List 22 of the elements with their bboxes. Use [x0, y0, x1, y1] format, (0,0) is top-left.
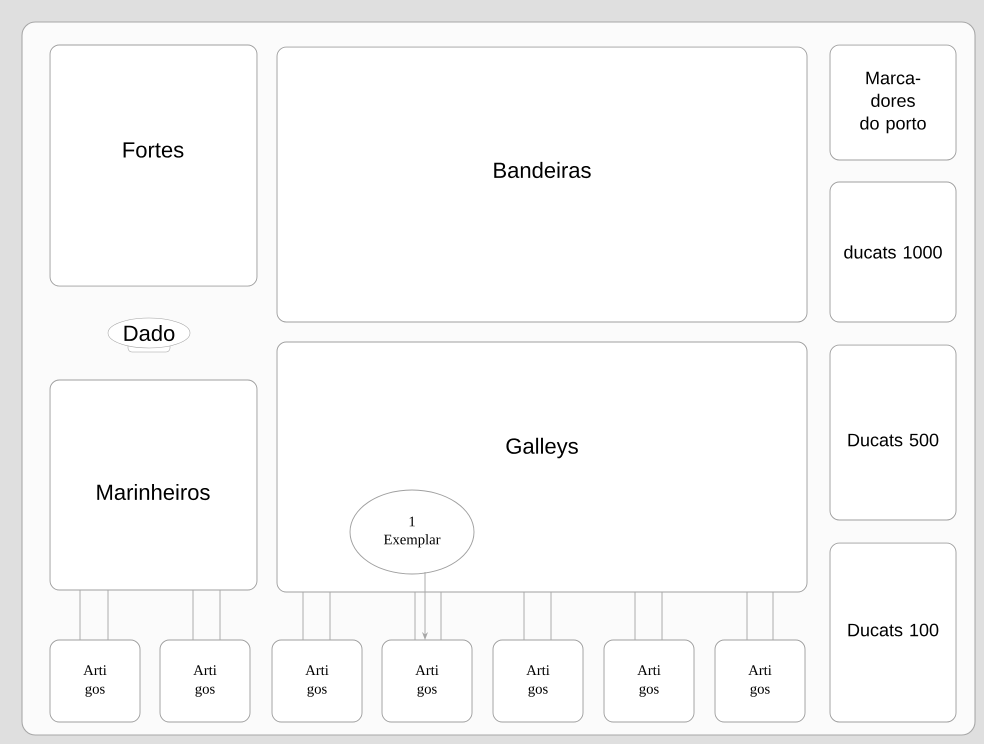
card-slot: Arti gos [492, 640, 584, 722]
connector-tab [524, 592, 552, 640]
dice-area: Dado [108, 318, 190, 352]
board-area: Marca- dores do porto [830, 44, 956, 160]
card-slot: Arti gos [50, 640, 140, 722]
card-slot: Arti gos [160, 640, 250, 722]
card-slot: Arti gos [382, 640, 472, 722]
card-slot: Arti gos [272, 640, 362, 722]
card-slot: Arti gos [714, 640, 806, 722]
board-area: Ducats 500 [830, 344, 956, 520]
connector-tab [80, 590, 108, 640]
connector-tab [414, 592, 442, 640]
connector-tab [634, 592, 662, 640]
card-slot: Arti gos [604, 640, 694, 722]
connector-tab [302, 592, 330, 640]
connector-tab [746, 592, 774, 640]
board-area: Marinheiros [50, 380, 258, 590]
board-area: Bandeiras [276, 46, 808, 322]
board-area: Fortes [50, 44, 258, 286]
connector-tab [192, 590, 220, 640]
board-area: Ducats 100 [830, 542, 956, 722]
board-area: ducats 1000 [830, 182, 956, 322]
